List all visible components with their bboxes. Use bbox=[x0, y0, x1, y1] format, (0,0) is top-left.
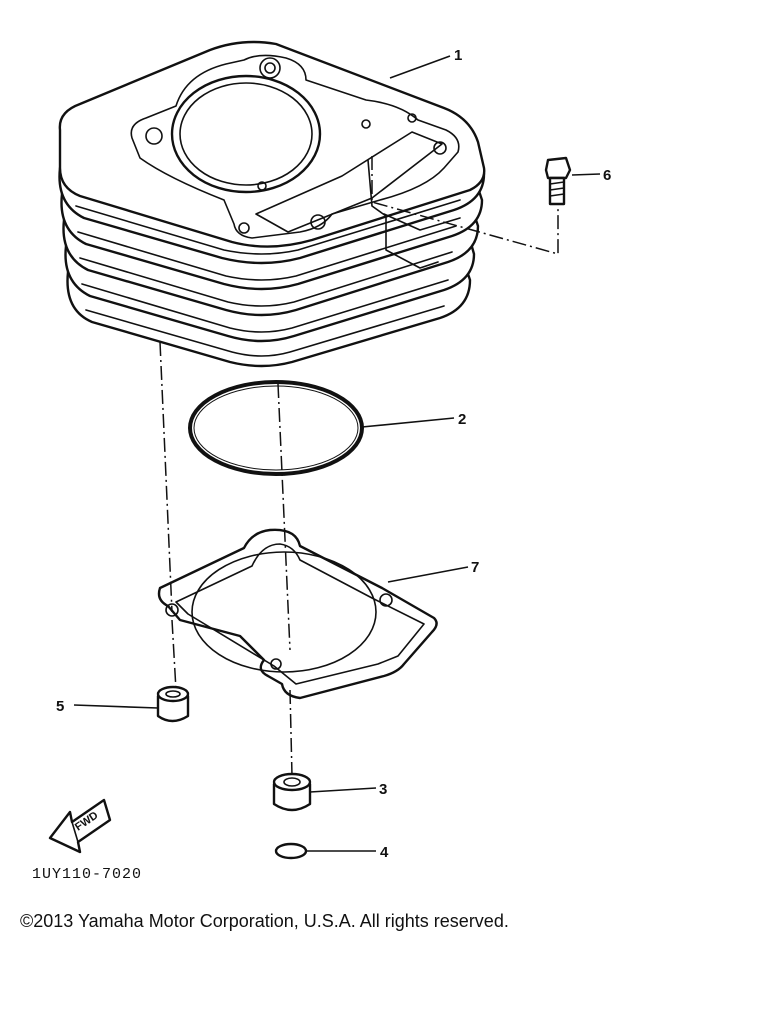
exploded-parts-diagram: 1 2 3 4 5 6 7 FWD 1UY110-7020 bbox=[32, 40, 611, 883]
forward-arrow-icon: FWD bbox=[48, 798, 112, 854]
callout-2: 2 bbox=[458, 411, 466, 428]
callout-3: 3 bbox=[379, 781, 387, 798]
center-line-middle-lower bbox=[289, 689, 293, 777]
dowel-pin-right bbox=[272, 772, 312, 812]
base-gasket bbox=[157, 528, 438, 700]
callout-1: 1 bbox=[454, 47, 462, 64]
dowel-pin-left bbox=[156, 685, 190, 723]
callout-6: 6 bbox=[603, 167, 611, 184]
diagram-reference-code: 1UY110-7020 bbox=[32, 866, 142, 883]
center-line-left bbox=[159, 341, 173, 613]
center-line-left-lower bbox=[171, 619, 177, 691]
callout-7: 7 bbox=[471, 559, 479, 576]
bolt bbox=[544, 156, 572, 206]
callout-5: 5 bbox=[56, 698, 64, 715]
cylinder-block bbox=[58, 40, 486, 368]
o-ring bbox=[188, 380, 364, 476]
center-line-middle bbox=[277, 383, 291, 651]
copyright-notice: ©2013 Yamaha Motor Corporation, U.S.A. A… bbox=[20, 911, 509, 931]
callout-4: 4 bbox=[380, 844, 389, 861]
small-o-ring bbox=[274, 842, 308, 860]
leader-lines bbox=[73, 55, 601, 852]
